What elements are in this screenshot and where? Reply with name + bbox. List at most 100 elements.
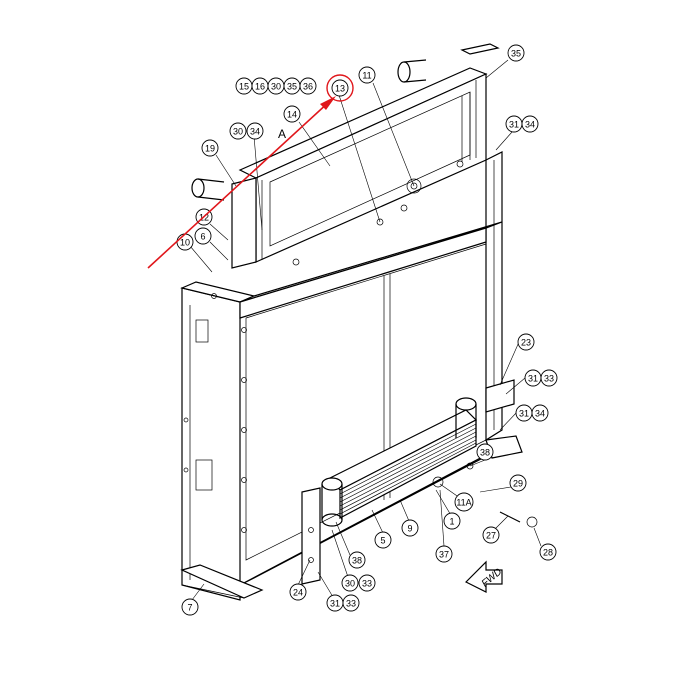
callout-31: 31 [515,404,533,422]
callout-number: 33 [362,579,372,589]
callout-number: 7 [187,603,192,613]
callout-bubble [229,122,247,140]
callout-30: 30 [229,122,247,140]
callout-bubble [435,545,453,563]
callout-number: 34 [250,127,260,137]
callout-number: 33 [346,599,356,609]
callout-number: 11A [456,498,471,508]
callout-number: 11 [362,71,371,81]
callout-5: 5 [374,531,392,549]
callout-number: 13 [335,84,345,94]
callout-13: 13 [331,79,349,97]
callout-23: 23 [517,333,535,351]
callout-bubble [443,512,461,530]
callout-number: 35 [511,49,521,59]
view-label: A [278,127,286,141]
callout-19: 19 [201,139,219,157]
callout-number: 16 [255,82,265,92]
callout-number: 33 [544,374,554,384]
callout-bubble [201,139,219,157]
callout-number: 27 [486,531,496,541]
callout-33: 33 [358,574,376,592]
callout-31: 31 [505,115,523,133]
callout-bubble [540,369,558,387]
callout-6: 6 [194,227,212,245]
callout-bubble [181,598,199,616]
callout-1: 1 [443,512,461,530]
callout-37: 37 [435,545,453,563]
pointer-arrow-line [147,100,331,269]
callout-24: 24 [289,583,307,601]
callout-27: 27 [482,526,500,544]
callout-number: 14 [287,110,297,120]
callout-33: 33 [342,594,360,612]
callout-number: 10 [180,238,190,248]
callout-number: 34 [535,409,545,419]
callout-bubble [539,543,557,561]
callout-16: 16 [251,77,269,95]
callout-34: 34 [531,404,549,422]
callout-number: 31 [330,599,340,609]
callout-bubble [507,44,525,62]
callout-number: 6 [200,232,205,242]
callout-35: 35 [507,44,525,62]
callout-bubble [194,227,212,245]
forward-arrow: FWD [464,560,504,593]
callout-30: 30 [267,77,285,95]
callout-bubble [509,474,527,492]
callout-bubble [283,105,301,123]
callout-bubble [341,574,359,592]
callout-number: 28 [543,548,553,558]
callout-number: 31 [519,409,529,419]
callout-number: 36 [303,82,313,92]
callout-9: 9 [401,519,419,537]
callout-number: 24 [293,588,303,598]
callout-11A: 11A [454,492,474,512]
callout-11: 11 [358,66,376,84]
callout-bubble [358,574,376,592]
callout-bubble [358,66,376,84]
callout-31: 31 [524,369,542,387]
highlight-annotation [147,74,354,269]
callout-number: 1 [449,517,454,527]
callout-35: 35 [283,77,301,95]
callout-bubble [521,115,539,133]
callout-28: 28 [539,543,557,561]
callout-34: 34 [521,115,539,133]
callout-10: 10 [176,233,194,251]
callout-number: 9 [407,524,412,534]
leader-lines [189,59,542,601]
callout-bubble [401,519,419,537]
callout-bubble [482,526,500,544]
oil-cooler [301,379,538,585]
callout-number: 30 [345,579,355,589]
callout-38: 38 [476,443,494,461]
callout-15: 15 [235,77,253,95]
callout-number: 31 [509,120,519,130]
callout-bubble [299,77,317,95]
callout-number: 23 [521,338,531,348]
highlight-circle [326,74,354,102]
callout-number: 31 [528,374,538,384]
callout-38: 38 [348,551,366,569]
top-cover-frame [191,43,500,269]
callout-number: 37 [439,550,449,560]
callout-31: 31 [326,594,344,612]
callout-number: 30 [233,127,243,137]
callout-number: 35 [287,82,297,92]
pointer-arrow-head [320,96,336,110]
callout-bubble [531,404,549,422]
callout-7: 7 [181,598,199,616]
callout-bubble [331,79,349,97]
callout-34: 34 [246,122,264,140]
callout-number: 29 [513,479,523,489]
radiator-frame [180,151,503,601]
callout-29: 29 [509,474,527,492]
callout-number: 38 [352,556,362,566]
callout-14: 14 [283,105,301,123]
callout-bubble [374,531,392,549]
callout-36: 36 [299,77,317,95]
callout-bubble [246,122,264,140]
